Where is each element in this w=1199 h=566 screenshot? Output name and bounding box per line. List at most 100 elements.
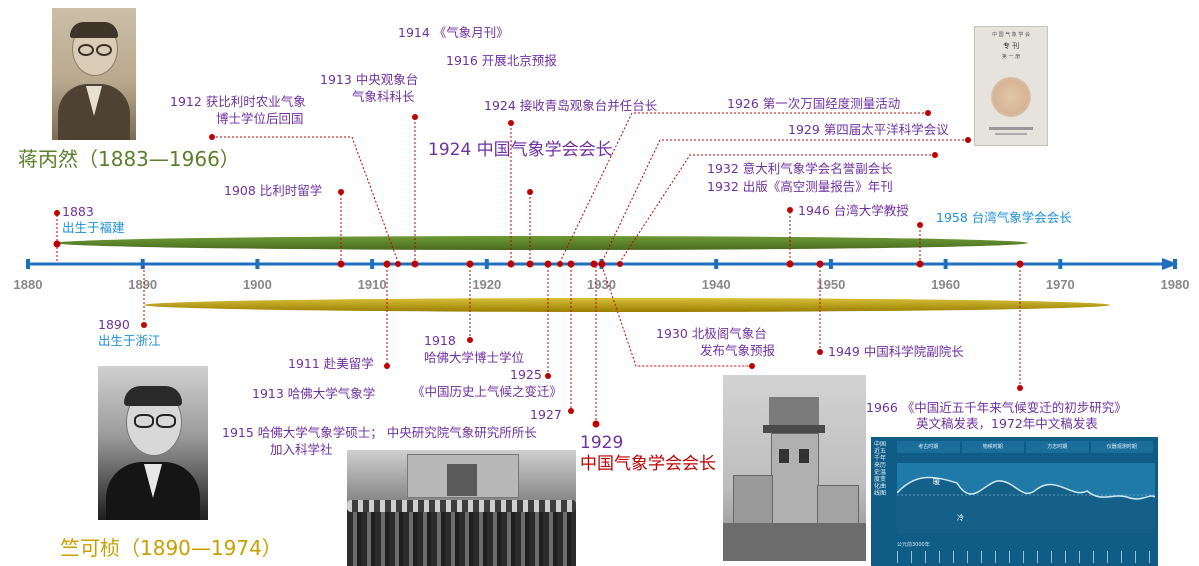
event-1924a: 1924 接收青岛观象台并任台长 xyxy=(484,98,658,113)
climate-chart-footer: 公元前3000年 xyxy=(897,542,930,548)
event-1915-line1: 1915 哈佛大学气象学硕士； 中央研究院气象研究所所长 xyxy=(222,425,537,440)
dot-1883 xyxy=(53,240,61,248)
axis-tick-1960 xyxy=(943,259,948,269)
dot-1929 xyxy=(598,260,606,268)
dot-1908 xyxy=(337,260,345,268)
dot-1929b xyxy=(590,260,598,268)
event-1890-year: 1890 xyxy=(98,317,130,332)
axis-tick-1970 xyxy=(1058,259,1063,269)
climate-period-label: 仪器观测时期 xyxy=(1090,441,1153,453)
event-1927: 1927 xyxy=(530,407,562,422)
climate-curve xyxy=(897,463,1155,533)
event-1912-line1: 1912 获比利时农业气象 xyxy=(170,94,306,109)
event-1883-text: 出生于福建 xyxy=(62,220,125,235)
axis-tick-1910 xyxy=(370,259,375,269)
axis-label-1950: 1950 xyxy=(816,277,845,292)
observatory-photo xyxy=(723,375,866,561)
event-1914: 1914 《气象月刊》 xyxy=(398,25,509,40)
event-1913-line2: 气象科科长 xyxy=(352,89,415,104)
dot-1927-end xyxy=(568,408,574,414)
report-cover-photo: 中 国 气 象 学 会 专 刊 第 一 册 xyxy=(974,26,1048,146)
event-1926: 1926 第一次万国经度测量活动 xyxy=(727,96,901,111)
dot-1911-end xyxy=(384,363,390,369)
event-1918-year: 1918 xyxy=(424,333,456,348)
dot-1929-end xyxy=(965,137,971,143)
dot-1890-end xyxy=(141,322,147,328)
zhu-name: 竺可桢（1890—1974） xyxy=(60,536,282,560)
climate-chart-periods: 考古时期物候时期方志时期仪器观测时期 xyxy=(897,441,1155,455)
climate-warm-label: 暖 xyxy=(933,478,940,486)
axis-tick-1980 xyxy=(1173,259,1177,269)
dot-1932 xyxy=(617,261,623,267)
zhu-lifespan-bar xyxy=(144,298,1110,312)
group-photo xyxy=(347,450,576,566)
connector-1930 xyxy=(601,265,752,367)
event-1913b: 1913 哈佛大学气象学 xyxy=(252,386,376,401)
dot-1958-end xyxy=(917,222,923,228)
climate-period-label: 方志时期 xyxy=(1026,441,1089,453)
axis-label-1970: 1970 xyxy=(1046,277,1075,292)
climate-period-label: 物候时期 xyxy=(961,441,1024,453)
event-1966-line2: 英文稿发表，1972年中文稿发表 xyxy=(916,416,1098,431)
axis-label-1880: 1880 xyxy=(14,277,43,292)
connector-1926 xyxy=(559,112,928,263)
time-axis-arrow xyxy=(1162,258,1178,270)
dot-1927 xyxy=(567,260,575,268)
jiang-name: 蒋丙然（1883—1966） xyxy=(18,147,240,171)
event-1929b-year: 1929 xyxy=(580,433,624,453)
dot-1918 xyxy=(466,260,474,268)
connector-1932 xyxy=(619,154,935,263)
event-1924b: 1924 中国气象学会会长 xyxy=(428,140,613,160)
dot-1925 xyxy=(544,260,552,268)
axis-tick-1950 xyxy=(828,259,833,269)
dot-1929b-end xyxy=(592,420,600,428)
dot-1966 xyxy=(1016,260,1024,268)
event-1890-text: 出生于浙江 xyxy=(98,333,161,348)
axis-label-1920: 1920 xyxy=(472,277,501,292)
dot-1924b-end xyxy=(527,189,533,195)
axis-label-1930: 1930 xyxy=(587,277,616,292)
event-1915-line2: 加入科学社 xyxy=(270,442,333,457)
dot-1911 xyxy=(383,260,391,268)
dot-1946-end xyxy=(787,207,793,213)
event-1925-text: 《中国历史上气候之变迁》 xyxy=(412,384,563,399)
event-1966-line1: 1966 《中国近五千年来气候变迁的初步研究》 xyxy=(866,400,1127,415)
axis-tick-1880 xyxy=(26,259,30,269)
axis-label-1980: 1980 xyxy=(1161,277,1190,292)
dot-1930-end xyxy=(749,363,755,369)
jiang-lifespan-bar xyxy=(56,236,1028,250)
dot-1926 xyxy=(557,261,563,267)
axis-tick-1940 xyxy=(714,259,719,269)
event-1912-line2: 博士学位后回国 xyxy=(216,111,304,126)
event-1883-year: 1883 xyxy=(62,204,94,219)
dot-1883-end xyxy=(54,210,60,216)
event-1908: 1908 比利时留学 xyxy=(224,183,323,198)
dot-1926-end xyxy=(925,110,931,116)
dot-1908-end xyxy=(338,189,344,195)
dot-1949-end xyxy=(817,349,823,355)
event-1930-line1: 1930 北极阁气象台 xyxy=(656,326,767,341)
event-1929b-text: 中国气象学会会长 xyxy=(580,454,716,474)
event-1929: 1929 第四届太平洋科学会议 xyxy=(788,122,949,137)
climate-period-label: 考古时期 xyxy=(897,441,960,453)
dot-1946 xyxy=(786,260,794,268)
climate-chart-vertical-title: 中国近五千年来历史温度变化曲线图 xyxy=(874,441,887,497)
dot-1918-end xyxy=(467,337,473,343)
climate-cold-label: 冷 xyxy=(957,514,964,522)
event-1958: 1958 台湾气象学会会长 xyxy=(936,210,1072,225)
event-1949: 1949 中国科学院副院长 xyxy=(828,344,964,359)
dot-1958 xyxy=(916,260,924,268)
jiang-portrait-photo xyxy=(52,8,136,140)
axis-label-1910: 1910 xyxy=(358,277,387,292)
dot-1924b xyxy=(526,260,534,268)
dot-1912-end xyxy=(209,134,215,140)
event-1913-line1: 1913 中央观象台 xyxy=(320,72,419,87)
axis-label-1890: 1890 xyxy=(128,277,157,292)
event-1925-year: 1925 xyxy=(510,367,542,382)
event-1911: 1911 赴美留学 xyxy=(288,356,374,371)
axis-tick-1890 xyxy=(140,259,145,269)
dot-1912 xyxy=(395,261,401,267)
connector-1929 xyxy=(601,139,968,263)
